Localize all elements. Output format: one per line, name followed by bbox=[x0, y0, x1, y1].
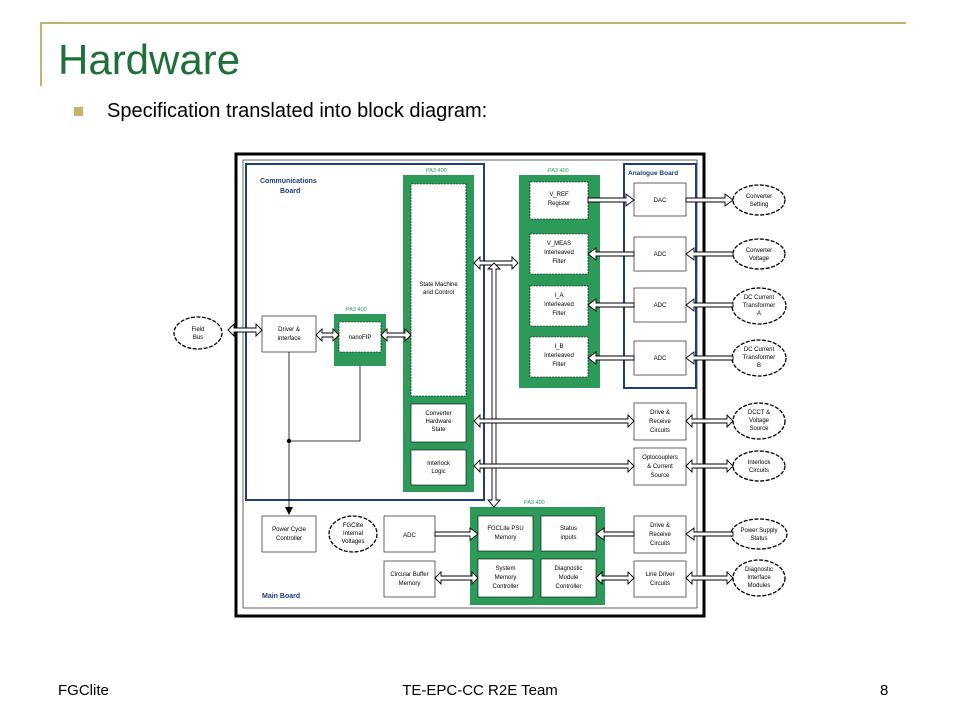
signal-lines bbox=[285, 352, 361, 515]
svg-text:DAC: DAC bbox=[654, 198, 667, 204]
analogue-board-label: Analogue Board bbox=[628, 170, 678, 177]
bus-arrows bbox=[227, 193, 734, 586]
block-adc-1: ADC bbox=[633, 236, 687, 272]
svg-text:Driver &Interface: Driver &Interface bbox=[277, 327, 301, 342]
svg-text:ADC: ADC bbox=[654, 252, 667, 258]
block-driver-interface: Driver &Interface bbox=[261, 315, 317, 353]
block-adc-3: ADC bbox=[633, 340, 687, 376]
pa3-label-control: PA3 400 bbox=[426, 168, 447, 174]
analogue-board bbox=[623, 163, 697, 389]
bullet-item: Specification translated into block diag… bbox=[74, 100, 487, 123]
svg-text:ADC: ADC bbox=[403, 533, 416, 539]
block-dac: DAC bbox=[633, 182, 687, 217]
block-nanofip: nanoFIP bbox=[338, 321, 382, 353]
block-adc-main: ADC bbox=[383, 515, 436, 553]
top-rule bbox=[40, 22, 906, 24]
bullet-text: Specification translated into block diag… bbox=[107, 100, 488, 122]
block-adc-2: ADC bbox=[633, 287, 687, 323]
pa3-label-filters: PA3 400 bbox=[548, 168, 569, 174]
svg-text:ADC: ADC bbox=[654, 303, 667, 309]
svg-text:nanoFIP: nanoFIP bbox=[349, 335, 372, 341]
svg-text:ADC: ADC bbox=[654, 356, 667, 362]
footer-center: TE-EPC-CC R2E Team bbox=[402, 682, 558, 699]
pa3-label-nanofip: PA3 400 bbox=[346, 307, 367, 313]
pa3-label-memory: PA3 400 bbox=[524, 500, 545, 506]
main-board-label: Main Board bbox=[262, 593, 300, 600]
left-rule bbox=[40, 22, 42, 86]
slide-title: Hardware bbox=[58, 36, 241, 83]
footer-left: FGClite bbox=[58, 682, 109, 699]
footer-page-number: 8 bbox=[880, 682, 889, 699]
bullet-marker-icon bbox=[74, 107, 83, 116]
